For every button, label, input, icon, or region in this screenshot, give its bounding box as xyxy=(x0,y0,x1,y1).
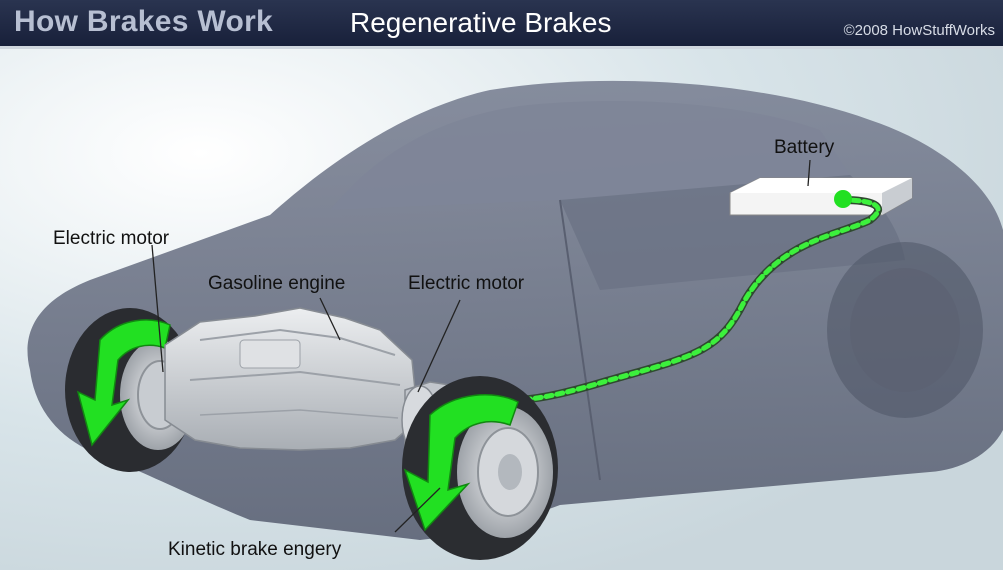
energy-flow-dots xyxy=(517,197,881,403)
header-title: How Brakes Work xyxy=(14,5,274,38)
front-motor-label: Electric motor xyxy=(53,228,170,249)
rear-wheel xyxy=(402,376,558,560)
battery-label: Battery xyxy=(774,137,835,158)
battery-terminal xyxy=(834,190,852,208)
front-motor-leader xyxy=(151,244,164,373)
header-subtitle: Regenerative Brakes xyxy=(350,7,612,38)
gasoline-engine xyxy=(164,307,419,451)
kinetic-energy-leader xyxy=(394,487,441,533)
gasoline-engine-label: Gasoline engine xyxy=(208,273,345,294)
regenerative-brake-illustration: Battery Electric motor Gasoline engine E… xyxy=(0,49,1003,570)
front-rotation-arrow xyxy=(76,319,171,447)
battery xyxy=(729,177,913,216)
header-bar: How Brakes Work Regenerative Brakes ©200… xyxy=(0,0,1003,49)
rear-motor-leader xyxy=(417,299,461,393)
battery-leader xyxy=(807,159,811,187)
kinetic-energy-label: Kinetic brake engery xyxy=(168,539,342,560)
rear-rotation-arrow xyxy=(403,394,519,532)
copyright-text: ©2008 HowStuffWorks xyxy=(843,22,995,39)
engine-leader xyxy=(319,297,341,341)
rear-motor-label: Electric motor xyxy=(408,273,525,294)
